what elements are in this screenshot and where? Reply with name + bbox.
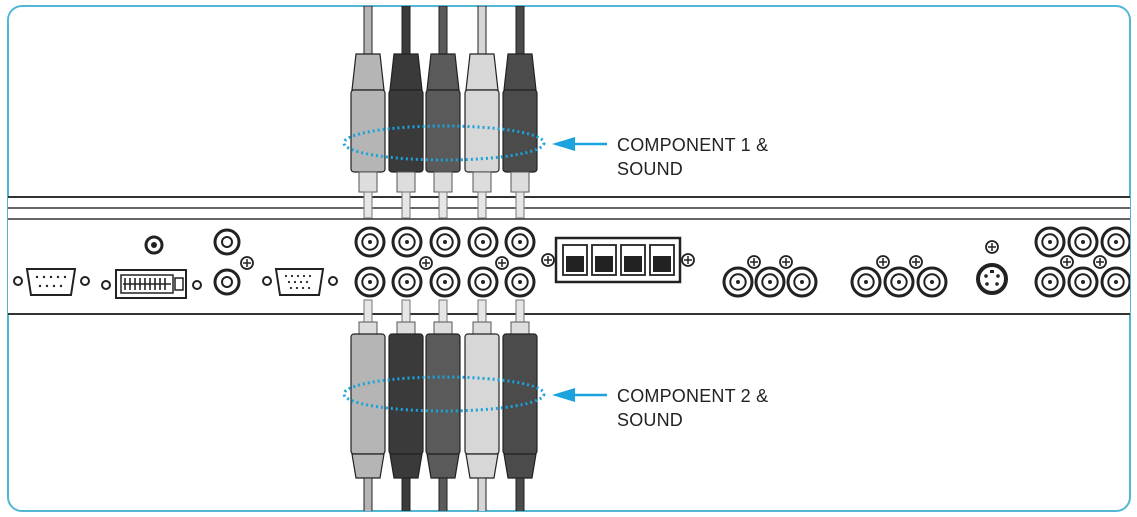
rca-jack-icon: [354, 266, 386, 298]
screw-icon: [909, 255, 923, 269]
rca-plug-icon: [425, 6, 461, 219]
callout-ellipse-2: [342, 375, 546, 413]
rca-jack-icon: [850, 266, 882, 298]
screw-icon: [779, 255, 793, 269]
rca-jack-icon: [1067, 266, 1099, 298]
screw-icon: [240, 256, 254, 270]
rca-jack-icon: [916, 266, 948, 298]
rca-jack-icon: [754, 266, 786, 298]
dsub-connector-icon: [13, 268, 90, 296]
component-1-cables: [350, 6, 538, 219]
rca-plug-icon: [464, 299, 500, 511]
rca-jack-icon: [786, 266, 818, 298]
rca-jack-icon: [1100, 266, 1130, 298]
rca-plug-icon: [425, 299, 461, 511]
rca-jack-icon: [213, 228, 241, 256]
rca-jack-icon: [467, 226, 499, 258]
screw-icon: [1093, 255, 1107, 269]
dc-power-jack-icon: [144, 235, 164, 255]
rca-jack-icon: [429, 266, 461, 298]
screw-icon: [419, 256, 433, 270]
svideo-jack-icon: [976, 240, 1008, 295]
screw-icon: [495, 256, 509, 270]
rca-jack-group: [354, 226, 1130, 298]
rca-jack-icon: [354, 226, 386, 258]
screw-icon: [876, 255, 890, 269]
rca-jack-icon: [1034, 226, 1066, 258]
component-2-label-line-2: SOUND: [617, 410, 684, 430]
callout-arrow-1: [552, 137, 607, 151]
connector-panel: [8, 196, 1130, 315]
component-1-label: COMPONENT 1 & SOUND: [617, 133, 768, 181]
component-1-label-line-2: SOUND: [617, 159, 684, 179]
rca-jack-icon: [504, 226, 536, 258]
rca-jack-icon: [1100, 226, 1130, 258]
rca-jack-icon: [391, 226, 423, 258]
component-1-label-line-1: COMPONENT 1 &: [617, 135, 769, 155]
rca-plug-icon: [350, 299, 386, 511]
rca-jack-icon: [504, 266, 536, 298]
screw-icon: [1060, 255, 1074, 269]
dsub-connector-icon: [262, 268, 338, 296]
rca-plug-icon: [464, 6, 500, 219]
callout-arrow-2: [552, 388, 607, 402]
speaker-terminal-icon: [541, 236, 695, 284]
component-2-cables: [350, 299, 538, 511]
component-2-label-line-1: COMPONENT 2 &: [617, 386, 769, 406]
rca-plug-icon: [388, 299, 424, 511]
rca-jack-icon: [213, 268, 241, 296]
rca-jack-icon: [722, 266, 754, 298]
rca-jack-icon: [467, 266, 499, 298]
callout-ellipse-1: [342, 124, 546, 162]
rca-jack-icon: [391, 266, 423, 298]
rca-jack-icon: [883, 266, 915, 298]
rca-plug-icon: [502, 299, 538, 511]
rca-jack-icon: [1067, 226, 1099, 258]
rca-jack-icon: [1034, 266, 1066, 298]
rca-plug-icon: [388, 6, 424, 219]
dvi-connector-icon: [101, 269, 202, 299]
rca-jack-icon: [429, 226, 461, 258]
component-2-label: COMPONENT 2 & SOUND: [617, 384, 768, 432]
screw-icon: [747, 255, 761, 269]
